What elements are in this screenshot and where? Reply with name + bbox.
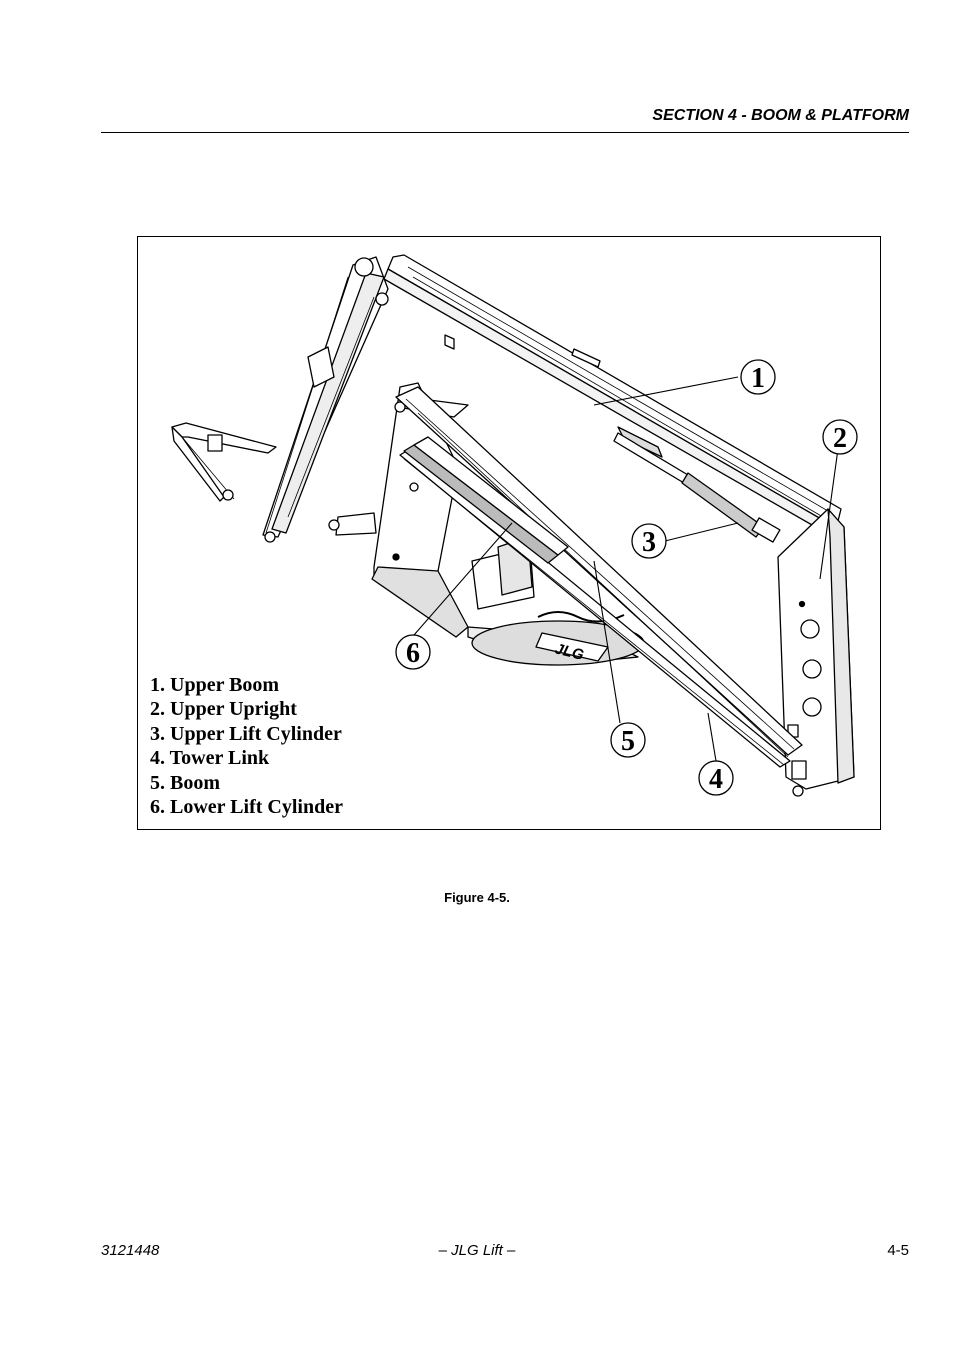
- callout-leaders: [413, 376, 839, 762]
- legend-item: 1. Upper Boom: [150, 674, 280, 696]
- callout-circle-5: [610, 722, 646, 758]
- upper-upright-drawing: [777, 508, 855, 797]
- callout-label-4: 4: [709, 764, 723, 795]
- footer-title: – JLG Lift –: [438, 1242, 516, 1259]
- figure-legend: 1. Upper Boom 2. Upper Upright 3. Upper …: [150, 673, 343, 819]
- legend-item: 4. Tower Link: [150, 747, 270, 770]
- header-rule: [101, 132, 909, 133]
- upper-lift-cylinder-drawing: [613, 432, 781, 543]
- callout-circle-4: [698, 760, 734, 796]
- callout-circle-6: [395, 634, 431, 670]
- legend-item: 2. Upper Upright: [150, 698, 297, 721]
- callout-label-1: 1: [751, 363, 765, 394]
- callout-label-5: 5: [621, 726, 635, 757]
- footer-doc-number: 3121448: [101, 1242, 160, 1259]
- lower-lift-cylinder-drawing: [403, 436, 569, 564]
- callout-circle-3: [631, 523, 667, 559]
- boom-drawing: [395, 386, 803, 758]
- legend-item: 6. Lower Lift Cylinder: [150, 796, 343, 819]
- callout-circle-1: [740, 359, 776, 395]
- boom-assembly-illustration: JLG 1 2 3 4 5 6: [171, 254, 858, 797]
- callout-label-3: 3: [642, 527, 656, 558]
- jib-arm-drawing: [171, 256, 389, 543]
- jlg-logo-text: JLG: [553, 640, 586, 664]
- jlg-logo-drawing: [535, 632, 609, 662]
- figure-caption: Figure 4-5.: [444, 890, 510, 905]
- callout-label-2: 2: [833, 423, 847, 454]
- callout-label-6: 6: [406, 638, 420, 669]
- footer-page-number: 4-5: [887, 1242, 909, 1259]
- legend-item: 5. Boom: [150, 771, 220, 794]
- figure-frame: JLG 1 2 3 4 5 6 1. Upper Boom 2. Upper U…: [137, 236, 881, 830]
- section-header: SECTION 4 - BOOM & PLATFORM: [652, 107, 909, 124]
- legend-item: 3. Upper Lift Cylinder: [150, 722, 342, 745]
- callout-circle-2: [822, 419, 858, 455]
